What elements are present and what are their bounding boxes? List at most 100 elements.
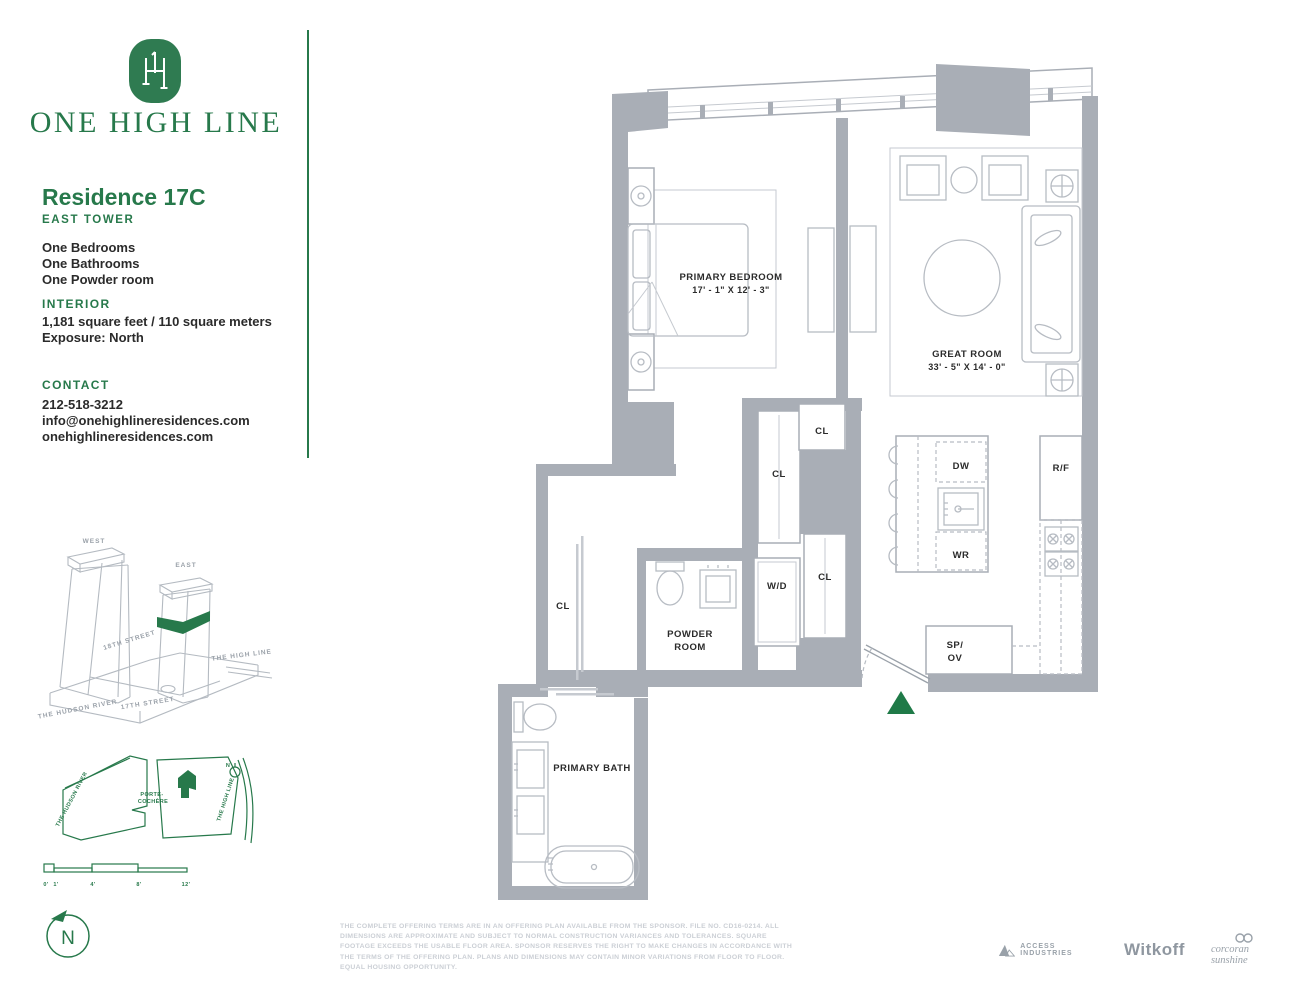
- west-tower-drawing: [59, 547, 131, 704]
- residence-features: One Bedrooms One Bathrooms One Powder ro…: [42, 240, 154, 288]
- washer-dryer-label: W/D: [767, 581, 787, 592]
- site-map: PORTE- COCHÈRE THE HUDSON RIVER THE HIGH…: [55, 755, 254, 844]
- sofa: [1021, 205, 1081, 363]
- wine-refrigerator: [935, 531, 987, 571]
- kitchen-island: [895, 435, 989, 573]
- east-tower-drawing: [157, 577, 214, 704]
- access-industries-icon: [998, 944, 1016, 956]
- scale-tick-4: 4': [90, 882, 95, 888]
- wine-ref-label: WR: [953, 550, 970, 561]
- powder-room-fixtures: [655, 561, 737, 609]
- highlighted-floor-band: [157, 611, 210, 634]
- witkoff-logo: Witkoff: [1123, 939, 1185, 959]
- closet-label: CL: [818, 572, 832, 583]
- lamp-table: [1045, 363, 1079, 397]
- speed-oven: [925, 625, 1013, 675]
- dishwasher-label: DW: [953, 461, 970, 472]
- refrigerator: [1039, 435, 1083, 521]
- nightstand: [627, 333, 655, 391]
- toilet: [523, 703, 557, 731]
- brand-wordmark: ONE HIGH LINE: [29, 106, 283, 139]
- residence-tower: EAST TOWER: [42, 214, 135, 226]
- contact-website: onehighlineresidences.com: [42, 429, 214, 444]
- porte-cochere-label-1: PORTE-: [140, 792, 163, 798]
- media-cabinet: [849, 225, 877, 333]
- map-hudson-river-label: THE HUDSON RIVER: [55, 771, 89, 828]
- building-location-diagram: WEST EAST 18TH STREET THE HIGH LINE THE …: [37, 538, 273, 724]
- residence-title: Residence 17C: [42, 184, 206, 210]
- primary-bedroom-furniture: [627, 167, 877, 391]
- scale-tick-12: 12': [182, 882, 191, 888]
- sidebar-divider: [307, 30, 309, 458]
- armchair: [899, 155, 947, 201]
- north-arrow-n: N: [61, 928, 75, 949]
- offering-disclaimer: THE COMPLETE OFFERING TERMS ARE IN AN OF…: [340, 923, 793, 971]
- map-compass-n: N: [226, 763, 230, 769]
- double-vanity: [511, 741, 549, 863]
- logo-monogram: [142, 51, 168, 89]
- sliding-doors: [540, 536, 614, 696]
- corcoran-sunshine-logo: corcoran sunshine: [1211, 933, 1278, 966]
- sponsor-logos: ACCESS INDUSTRIES Witkoff corcoran sunsh…: [998, 933, 1278, 966]
- window-wall: [612, 64, 1093, 136]
- closet-label: CL: [556, 601, 570, 612]
- great-room-label: GREAT ROOM: [932, 349, 1002, 360]
- toilet-tank: [513, 701, 524, 733]
- corcoran-cs-icon: [1235, 933, 1254, 943]
- feature-bedrooms: One Bedrooms: [42, 240, 136, 255]
- washer-dryer: [753, 557, 801, 647]
- armchair: [981, 155, 1029, 201]
- one-high-line-logo-icon: [129, 39, 181, 103]
- great-room-furniture: [889, 147, 1083, 397]
- contact-heading: CONTACT: [42, 378, 110, 392]
- east-tower-label: EAST: [175, 562, 196, 569]
- closet-label: CL: [772, 469, 786, 480]
- entry-marker-triangle: [887, 691, 915, 714]
- powder-sink: [699, 565, 737, 609]
- primary-bedroom-label: PRIMARY BEDROOM: [679, 272, 782, 283]
- feature-powder: One Powder room: [42, 272, 154, 287]
- access-industries-text: ACCESS INDUSTRIES: [1020, 942, 1073, 957]
- fridge-label: R/F: [1053, 463, 1070, 474]
- contact-phone: 212-518-3212: [42, 397, 123, 412]
- high-line-label: THE HIGH LINE: [211, 648, 272, 662]
- site-parcels: [62, 755, 254, 844]
- primary-bedroom-dims: 17' - 1" X 12' - 3": [692, 285, 769, 295]
- nightstand: [627, 167, 655, 225]
- podium-base-drawing: [49, 652, 273, 724]
- scale-bar: 0' 1' 4' 8' 12': [43, 863, 191, 888]
- bathtub: [544, 845, 640, 889]
- bedroom-rug: [647, 189, 777, 369]
- porte-cochere-label-2: COCHÈRE: [138, 797, 168, 805]
- great-room-rug: [889, 147, 1083, 397]
- feature-bathrooms: One Bathrooms: [42, 256, 140, 271]
- closets: [757, 403, 847, 639]
- cooktop: [1044, 526, 1079, 577]
- primary-bath-label: PRIMARY BATH: [553, 763, 631, 774]
- scale-tick-0: 0': [43, 882, 48, 888]
- bed: [627, 223, 749, 337]
- toilet-tank: [655, 561, 685, 572]
- closet-label: CL: [815, 426, 829, 437]
- side-table: [950, 166, 978, 194]
- west-tower-label: WEST: [83, 538, 106, 545]
- scale-tick-8: 8': [136, 882, 141, 888]
- kitchen: [888, 435, 1083, 675]
- lamp-table: [1045, 169, 1079, 203]
- access-industries-logo: ACCESS INDUSTRIES: [998, 942, 1098, 958]
- speed-oven-label: SP/: [947, 640, 964, 651]
- dishwasher: [935, 441, 987, 483]
- north-arrow-pointer: [51, 910, 67, 922]
- powder-room-label-2: ROOM: [674, 642, 706, 653]
- structural-column: [936, 64, 1030, 136]
- north-arrow: N: [46, 910, 90, 958]
- bar-stools: [888, 445, 899, 566]
- media-cabinet: [807, 227, 835, 333]
- interior-area: 1,181 square feet / 110 square meters: [42, 314, 272, 329]
- primary-bath-fixtures: [511, 701, 640, 889]
- interior-heading: INTERIOR: [42, 297, 111, 311]
- building-footprint-marker: [178, 770, 196, 798]
- great-room-dims: 33' - 5" X 14' - 0": [928, 362, 1005, 372]
- toilet: [656, 570, 684, 606]
